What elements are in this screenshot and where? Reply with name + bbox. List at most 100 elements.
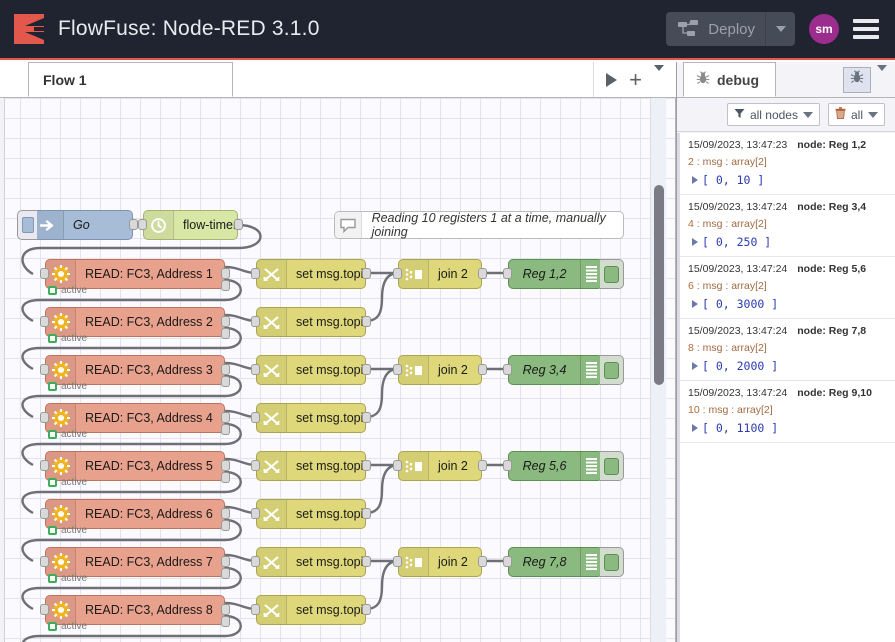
node-input-port[interactable] [251, 508, 260, 519]
node-change-7[interactable]: set msg.topic [251, 547, 371, 577]
node-debug-reg-7-8[interactable]: Reg 7,8 [503, 547, 624, 577]
node-input-port[interactable] [40, 316, 49, 327]
filter-nodes-select[interactable]: all nodes [726, 103, 820, 126]
node-inject-go[interactable]: Go [17, 210, 138, 240]
expand-arrow-icon[interactable] [692, 238, 698, 246]
node-input-port[interactable] [251, 364, 260, 375]
node-input-port[interactable] [251, 268, 260, 279]
expand-arrow-icon[interactable] [692, 424, 698, 432]
inject-trigger-button[interactable] [17, 210, 37, 240]
debug-enable-toggle[interactable] [600, 547, 624, 577]
node-modbus-read-4[interactable]: READ: FC3, Address 4 [40, 403, 230, 435]
node-output-port-1[interactable] [221, 412, 230, 423]
node-change-3[interactable]: set msg.topic [251, 355, 371, 385]
node-output-port[interactable] [362, 268, 371, 279]
node-input-port[interactable] [251, 316, 260, 327]
expand-arrow-icon[interactable] [692, 176, 698, 184]
node-output-port-2[interactable] [221, 616, 230, 627]
node-input-port[interactable] [40, 268, 49, 279]
add-flow-icon[interactable]: + [629, 66, 642, 92]
node-output-port-2[interactable] [221, 328, 230, 339]
node-output-port-2[interactable] [221, 424, 230, 435]
debug-source-node[interactable]: node: Reg 3,4 [797, 201, 867, 213]
node-output-port[interactable] [362, 556, 371, 567]
node-output-port[interactable] [478, 268, 487, 279]
debug-message[interactable]: 15/09/2023, 13:47:23 node: Reg 1,2 2 : m… [680, 133, 895, 195]
node-input-port[interactable] [503, 460, 512, 471]
debug-source-node[interactable]: node: Reg 9,10 [797, 387, 872, 399]
deploy-dropdown-caret-icon[interactable] [765, 12, 795, 46]
node-output-port-2[interactable] [221, 568, 230, 579]
node-output-port-2[interactable] [221, 280, 230, 291]
sidebar-menu-chevron-down-icon[interactable] [877, 64, 887, 89]
node-input-port[interactable] [503, 364, 512, 375]
node-output-port-2[interactable] [221, 472, 230, 483]
clear-messages-select[interactable]: all [827, 103, 885, 126]
node-input-port[interactable] [393, 364, 402, 375]
node-join-1[interactable]: join 2 [393, 259, 487, 289]
node-input-port[interactable] [40, 364, 49, 375]
node-input-port[interactable] [40, 412, 49, 423]
debug-source-node[interactable]: node: Reg 1,2 [797, 139, 867, 151]
debug-message[interactable]: 15/09/2023, 13:47:24 node: Reg 5,6 6 : m… [680, 257, 895, 319]
debug-enable-toggle[interactable] [600, 355, 624, 385]
tab-debug[interactable]: debug [683, 62, 776, 97]
node-debug-reg-3-4[interactable]: Reg 3,4 [503, 355, 624, 385]
node-input-port[interactable] [393, 460, 402, 471]
node-change-1[interactable]: set msg.topic [251, 259, 371, 289]
node-output-port[interactable] [478, 460, 487, 471]
debug-message[interactable]: 15/09/2023, 13:47:24 node: Reg 7,8 8 : m… [680, 319, 895, 381]
node-debug-reg-1-2[interactable]: Reg 1,2 [503, 259, 624, 289]
node-output-port-1[interactable] [221, 316, 230, 327]
node-input-port[interactable] [251, 460, 260, 471]
tab-flow-1[interactable]: Flow 1 [28, 62, 233, 97]
avatar[interactable]: sm [809, 14, 839, 44]
node-change-8[interactable]: set msg.topic [251, 595, 371, 625]
hamburger-menu-icon[interactable] [853, 19, 879, 39]
filter-debug-nodes-button[interactable] [843, 66, 871, 93]
node-output-port-1[interactable] [221, 460, 230, 471]
node-join-3[interactable]: join 2 [393, 451, 487, 481]
canvas-scrollbar-thumb[interactable] [654, 185, 664, 385]
debug-source-node[interactable]: node: Reg 5,6 [797, 263, 867, 275]
node-modbus-read-7[interactable]: READ: FC3, Address 7 [40, 547, 230, 579]
node-output-port[interactable] [362, 604, 371, 615]
node-output-port[interactable] [362, 364, 371, 375]
node-modbus-read-2[interactable]: READ: FC3, Address 2 [40, 307, 230, 339]
debug-enable-toggle[interactable] [600, 259, 624, 289]
node-input-port[interactable] [40, 460, 49, 471]
node-output-port[interactable] [478, 556, 487, 567]
node-output-port[interactable] [129, 219, 138, 230]
node-change-4[interactable]: set msg.topic [251, 403, 371, 433]
node-join-2[interactable]: join 2 [393, 355, 487, 385]
node-input-port[interactable] [138, 219, 147, 230]
run-flow-icon[interactable] [606, 72, 618, 87]
node-input-port[interactable] [393, 268, 402, 279]
node-output-port-2[interactable] [221, 520, 230, 531]
expand-arrow-icon[interactable] [692, 362, 698, 370]
node-output-port-1[interactable] [221, 604, 230, 615]
node-input-port[interactable] [40, 604, 49, 615]
node-modbus-read-5[interactable]: READ: FC3, Address 5 [40, 451, 230, 483]
node-change-6[interactable]: set msg.topic [251, 499, 371, 529]
node-join-4[interactable]: join 2 [393, 547, 487, 577]
node-output-port[interactable] [362, 316, 371, 327]
node-output-port[interactable] [362, 412, 371, 423]
node-input-port[interactable] [40, 556, 49, 567]
node-input-port[interactable] [503, 268, 512, 279]
canvas-vertical-scrollbar[interactable] [650, 98, 666, 642]
node-output-port-1[interactable] [221, 364, 230, 375]
node-input-port[interactable] [393, 556, 402, 567]
expand-arrow-icon[interactable] [692, 300, 698, 308]
node-output-port-1[interactable] [221, 556, 230, 567]
node-comment[interactable]: Reading 10 registers 1 at a time, manual… [334, 211, 624, 239]
flow-menu-caret-icon[interactable] [654, 64, 664, 89]
node-modbus-read-8[interactable]: READ: FC3, Address 8 [40, 595, 230, 627]
deploy-button[interactable]: Deploy [666, 12, 795, 46]
node-modbus-read-3[interactable]: READ: FC3, Address 3 [40, 355, 230, 387]
debug-source-node[interactable]: node: Reg 7,8 [797, 325, 867, 337]
node-debug-reg-5-6[interactable]: Reg 5,6 [503, 451, 624, 481]
node-change-5[interactable]: set msg.topic [251, 451, 371, 481]
node-modbus-read-6[interactable]: READ: FC3, Address 6 [40, 499, 230, 531]
node-output-port[interactable] [362, 460, 371, 471]
